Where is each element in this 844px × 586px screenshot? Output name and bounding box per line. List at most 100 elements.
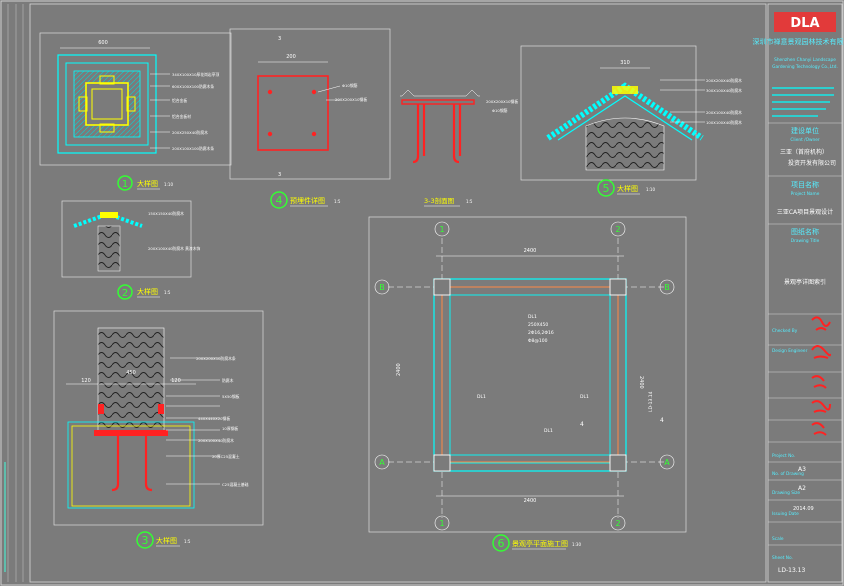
note-g8: C25混凝土基础 bbox=[222, 482, 249, 487]
dim-120-right: 120 bbox=[171, 378, 181, 384]
signature-1 bbox=[811, 316, 831, 331]
view-6-number: 6 bbox=[498, 537, 505, 550]
view-1-marker bbox=[117, 175, 133, 191]
note-g5: 10厚钢板 bbox=[222, 426, 238, 431]
project-label: 项目名称 bbox=[791, 180, 819, 189]
note-a3: 铝合金板 bbox=[172, 98, 187, 103]
view-3-marker bbox=[136, 531, 154, 549]
logo-block bbox=[774, 12, 836, 32]
note-a5: 200X250X40防腐木 bbox=[172, 130, 208, 135]
sheet-value: LD-13.13 bbox=[778, 567, 805, 574]
beam-size: 250X450 bbox=[528, 322, 548, 328]
note-a1: 340X100X10厚花岗岩亭顶 bbox=[172, 72, 220, 77]
grid-2-top: 2 bbox=[615, 225, 620, 234]
section-mark-1: 4 bbox=[580, 421, 584, 428]
view-4-scale: 1:5 bbox=[334, 199, 341, 204]
view-6-marker bbox=[492, 534, 510, 552]
view-4-marker bbox=[270, 191, 288, 209]
signature-3 bbox=[811, 375, 827, 389]
sheet-label: Sheet No. bbox=[772, 555, 793, 561]
svg-text:3: 3 bbox=[278, 36, 281, 42]
grid-1-bottom: 1 bbox=[439, 519, 444, 528]
view-2-number: 2 bbox=[122, 288, 128, 299]
project-label-en: Project Name bbox=[791, 191, 820, 197]
beam-label: DL1 bbox=[528, 314, 537, 320]
designer-label: Design Engineer bbox=[772, 348, 808, 354]
view-4-number: 4 bbox=[276, 194, 283, 207]
view-33-title: 3-3剖面图 bbox=[424, 196, 454, 205]
date-label: Issuing Date bbox=[772, 511, 799, 517]
section-mark-2: 4 bbox=[660, 417, 664, 424]
company-name-cn: 深圳市禅意景观园林技术有限公司 bbox=[753, 37, 844, 46]
view-3-number: 3 bbox=[142, 534, 149, 547]
note-g4: 440X440X20钢板 bbox=[198, 416, 230, 421]
beam-rebar-2: Φ8@100 bbox=[528, 338, 548, 344]
view-6-plan: 1 2 1 2 B B A A 2400 2400 2400 2400 bbox=[368, 216, 687, 552]
drawing-label-en: Drawing Title bbox=[791, 238, 820, 244]
view-5-marker bbox=[597, 179, 615, 197]
size-value: A2 bbox=[798, 485, 806, 492]
dim-2400-top: 2400 bbox=[524, 248, 537, 254]
view-5-title: 大样图 bbox=[617, 184, 638, 193]
dim-2400-bottom: 2400 bbox=[524, 498, 537, 504]
view-4-title: 预埋件详图 bbox=[290, 196, 325, 205]
note-f1: 200X200X40防腐木 bbox=[706, 78, 742, 83]
view-4-embed-detail: 3 3 200 Φ10钢筋 200X200X10钢板 4 预埋件详图 1:5 bbox=[229, 28, 391, 209]
company-address-lines bbox=[772, 87, 834, 117]
client-label-en: Client /Owner bbox=[790, 137, 820, 143]
grid-2-bottom: 2 bbox=[615, 519, 620, 528]
dim-2400-left: 2400 bbox=[396, 363, 402, 376]
section-ref: LD-13.14 bbox=[648, 391, 654, 412]
note-a6: 200X100X100防腐木条 bbox=[172, 146, 214, 151]
view-2-marker bbox=[117, 284, 133, 300]
scale-label: Scale bbox=[772, 536, 784, 542]
grid-A-right: A bbox=[664, 458, 670, 467]
grid-B-left: B bbox=[379, 283, 385, 292]
section-3-3: 200X200X10钢板 Φ10钢筋 3-3剖面图 1:5 bbox=[400, 89, 518, 207]
view-6-scale: 1:30 bbox=[572, 542, 581, 547]
view-3-scale: 1:5 bbox=[184, 539, 191, 544]
company-name-en-2: Gardening Technology Co.,Ltd. bbox=[772, 64, 838, 70]
view-33-scale: 1:5 bbox=[466, 199, 473, 204]
note-c1: 200X200X10钢板 bbox=[486, 99, 518, 104]
signature-2 bbox=[811, 345, 832, 359]
view-2-title: 大样图 bbox=[137, 287, 158, 296]
note-a4: 铝合金板材 bbox=[172, 114, 191, 119]
title-block: DLA 深圳市禅意景观园林技术有限公司 Shenzhen Chanyi Land… bbox=[753, 3, 844, 583]
note-e2: 200X100X40防腐木 黄漆木饰 bbox=[148, 246, 201, 251]
grid-1-top: 1 bbox=[439, 225, 444, 234]
note-f2: 300X100X40防腐木 bbox=[706, 88, 742, 93]
view-3-title: 大样图 bbox=[156, 536, 177, 545]
dim-600: 600 bbox=[98, 40, 108, 46]
note-a2: 600X100X100防腐木条 bbox=[172, 84, 214, 89]
drawing-frame bbox=[29, 3, 767, 583]
note-c2: Φ10钢筋 bbox=[492, 108, 508, 113]
note-f4: 100X100X40防腐木 bbox=[706, 120, 742, 125]
dim-310: 310 bbox=[620, 60, 630, 66]
note-e1: 150X150X40防腐木 bbox=[148, 211, 184, 216]
view-5-scale: 1:10 bbox=[646, 187, 655, 192]
view-2-detail: 150X150X40防腐木 200X100X40防腐木 黄漆木饰 2 大样图 1… bbox=[61, 200, 201, 300]
signature-rows: Checked By Design Engineer bbox=[768, 316, 842, 443]
view-5-number: 5 bbox=[603, 182, 610, 195]
date-value: 2014.09 bbox=[793, 506, 814, 512]
signature-5 bbox=[811, 422, 827, 436]
view-1-number: 1 bbox=[122, 179, 128, 190]
logo-text: DLA bbox=[790, 16, 819, 31]
client-value-1: 三亚（首府机构） bbox=[780, 148, 828, 156]
dim-2400-right: 2400 bbox=[638, 376, 644, 389]
grid-B-right: B bbox=[664, 283, 670, 292]
note-g3: 5X50钢板 bbox=[222, 394, 240, 399]
note-f3: 200X100X40防腐木 bbox=[706, 110, 742, 115]
no-label: No. of Drawing bbox=[772, 471, 804, 477]
note-g1: 200X200X10防腐木条 bbox=[196, 356, 236, 361]
view-5-detail: 310 200X200X40防腐木 300X100X40防腐木 200X100X… bbox=[520, 45, 742, 197]
drawing-value: 景观亭详图索引 bbox=[784, 278, 826, 286]
view-1-scale: 1:10 bbox=[164, 182, 173, 187]
proj-no-label: Project No. bbox=[772, 453, 795, 459]
beam-label-3: DL1 bbox=[580, 394, 589, 400]
view-2-scale: 1:5 bbox=[164, 290, 171, 295]
grid-A-left: A bbox=[379, 458, 385, 467]
